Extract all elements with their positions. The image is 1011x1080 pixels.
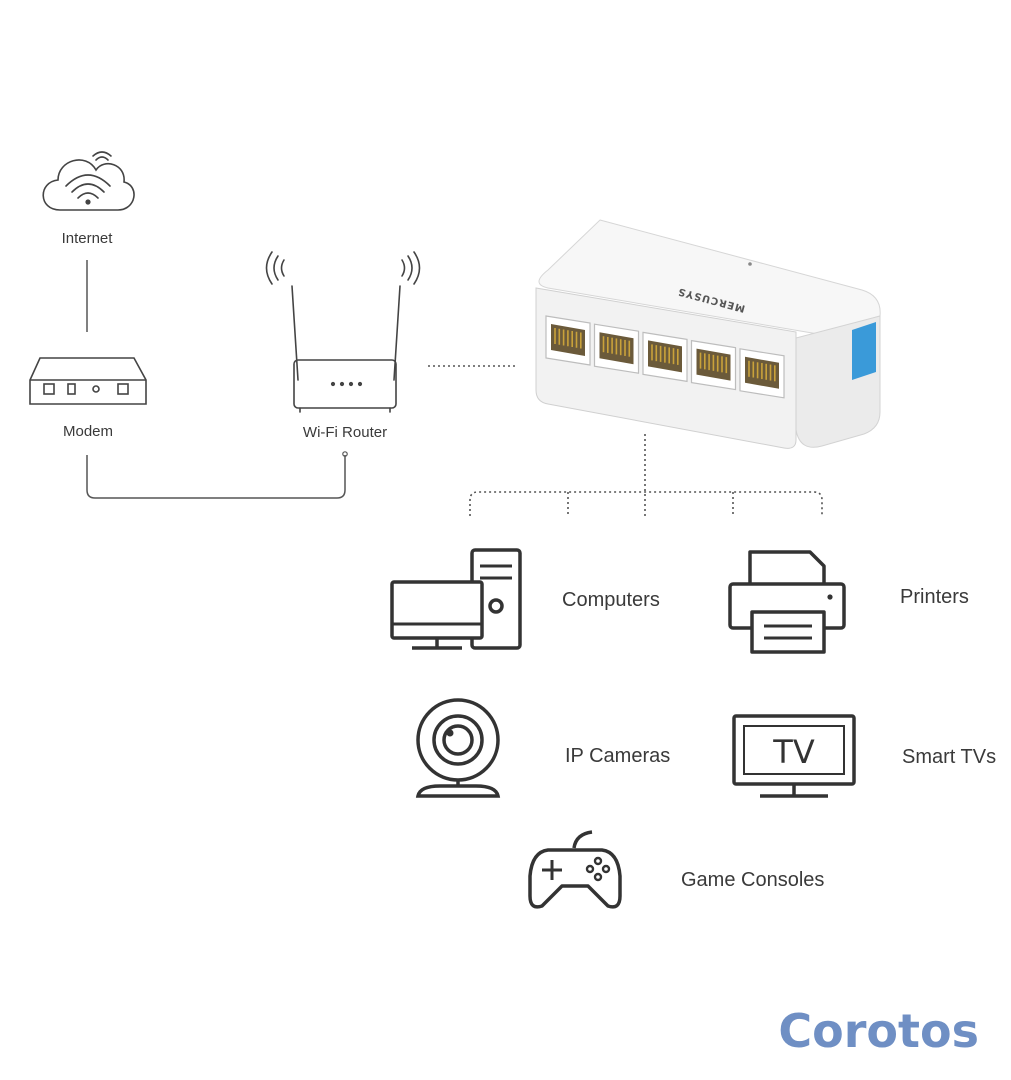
- modem-router-cable: [86, 455, 346, 499]
- switch-led: [748, 262, 752, 266]
- tv-screen-text: TV: [772, 733, 815, 771]
- modem-icon: [29, 357, 147, 405]
- switch-port: [642, 331, 688, 383]
- computers-label: Computers: [562, 589, 660, 611]
- corotos-watermark: Corotos: [778, 1004, 979, 1058]
- printer-icon: [728, 550, 846, 654]
- switch-port-group: [545, 315, 785, 399]
- device-link-tree: [469, 434, 823, 516]
- cloud-wifi-icon: [42, 151, 135, 211]
- computer-icon: [390, 548, 522, 650]
- switch-port: [545, 315, 591, 366]
- webcam-icon: [415, 698, 501, 798]
- printers-label: Printers: [900, 586, 969, 608]
- modem-label: Modem: [63, 423, 113, 440]
- wifi-router-icon: [265, 251, 421, 413]
- ip-cameras-label: IP Cameras: [565, 745, 670, 767]
- switch-port: [690, 339, 737, 391]
- cable-end-connector: [342, 451, 348, 457]
- internet-label: Internet: [62, 230, 114, 247]
- switch-side-label: [852, 322, 876, 380]
- switch-port: [739, 348, 785, 399]
- gamepad-icon: [528, 830, 622, 909]
- tv-icon: [732, 714, 856, 798]
- switch-port: [593, 323, 640, 374]
- router-label: Wi-Fi Router: [303, 424, 387, 441]
- game-consoles-label: Game Consoles: [681, 869, 824, 891]
- smart-tvs-label: Smart TVs: [902, 746, 996, 768]
